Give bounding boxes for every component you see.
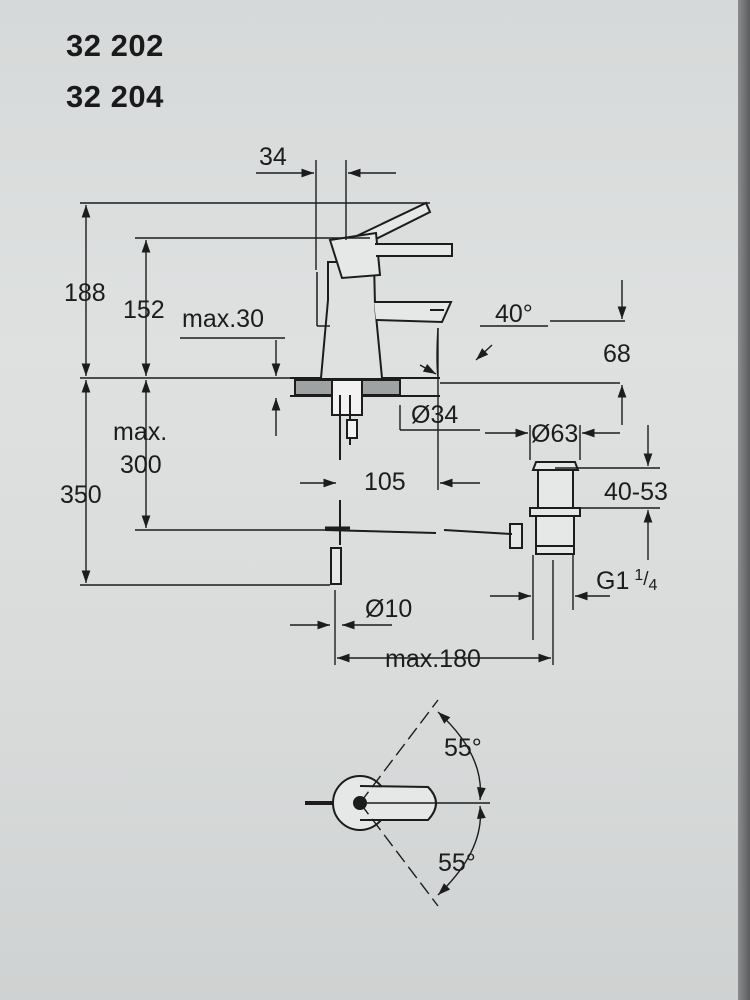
lever-handle xyxy=(375,243,453,257)
pivot-ball xyxy=(509,523,523,549)
dim-phi34: Ø34 xyxy=(411,401,458,429)
rod-horizontal xyxy=(324,529,437,534)
drain-outlet xyxy=(535,545,575,555)
dimension-lines xyxy=(80,160,660,665)
g-thread-numerator: 1 xyxy=(634,567,643,584)
dim-max180: max.180 xyxy=(385,645,481,673)
faucet-side-view xyxy=(290,201,453,460)
drain-body xyxy=(537,469,574,509)
dim-phi10: Ø10 xyxy=(365,595,412,623)
page-edge xyxy=(738,0,750,1000)
dim-188: 188 xyxy=(64,279,106,307)
dim-40-53: 40-53 xyxy=(604,478,668,506)
faucet-body xyxy=(320,261,383,379)
drain-assembly xyxy=(443,461,581,555)
dim-g-thread: G1 1/4 xyxy=(596,567,658,595)
swing-line-lower xyxy=(359,802,439,907)
dim-300: 300 xyxy=(120,451,162,479)
dim-68: 68 xyxy=(603,340,631,368)
dim-angle-55-top: 55° xyxy=(444,734,482,762)
dim-350: 350 xyxy=(60,481,102,509)
swing-line-upper xyxy=(359,699,439,804)
g-thread-base: G1 xyxy=(596,567,629,595)
g-thread-denominator: 4 xyxy=(649,577,658,594)
dimension-labels: 34 188 152 max.30 40° 68 max. 300 Ø34 Ø6… xyxy=(60,143,668,877)
model-number-1: 32 202 xyxy=(66,28,164,63)
connecting-rod xyxy=(324,500,437,585)
dim-105: 105 xyxy=(364,468,406,496)
model-number-2: 32 204 xyxy=(66,79,164,114)
dim-angle-55-bottom: 55° xyxy=(438,849,476,877)
dim-max-label: max. xyxy=(113,418,167,446)
dim-angle-40: 40° xyxy=(495,300,533,328)
dim-34: 34 xyxy=(259,143,287,171)
drain-tail xyxy=(535,515,575,551)
dim-phi63: Ø63 xyxy=(531,420,578,448)
mounting-shank xyxy=(331,379,363,416)
spout xyxy=(374,301,453,324)
drain-cap xyxy=(531,461,580,471)
pivot-rod xyxy=(443,529,513,535)
hose-fitting xyxy=(346,419,358,439)
rod-end xyxy=(330,547,342,585)
drain-nut xyxy=(529,507,581,517)
lever-top-view xyxy=(305,699,490,907)
lever-body xyxy=(328,231,382,280)
dim-max30: max.30 xyxy=(182,305,264,333)
dim-152: 152 xyxy=(123,296,165,324)
g-thread-slash: / xyxy=(643,569,649,590)
